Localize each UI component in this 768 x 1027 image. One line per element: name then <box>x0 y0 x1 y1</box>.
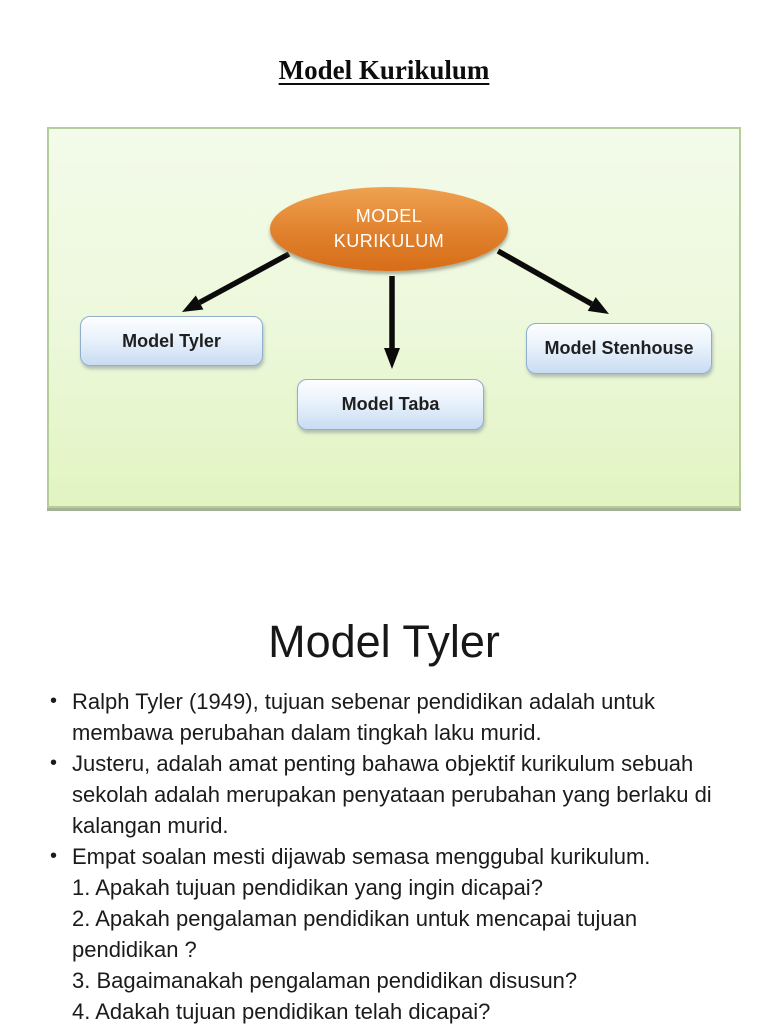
bullet-dot: • <box>50 690 58 712</box>
diagram-node-label: Model Taba <box>341 394 440 414</box>
section-heading: Model Tyler <box>268 616 500 667</box>
diagram-root-label: MODEL KURIKULUM <box>333 206 445 251</box>
bullet-dot: • <box>50 752 58 774</box>
diagram-node-label: Model Stenhouse <box>544 338 694 358</box>
question-line: 3. Bagaimanakah pengalaman pendidikan di… <box>72 968 578 993</box>
question-line: 1. Apakah tujuan pendidikan yang ingin d… <box>72 875 543 900</box>
question-line: 4. Adakah tujuan pendidikan telah dicapa… <box>72 999 491 1024</box>
diagram-node-model-taba: Model Taba <box>297 379 484 430</box>
page-title: Model Kurikulum <box>278 55 490 85</box>
bullet-text: Justeru, adalah amat penting bahawa obje… <box>72 751 712 838</box>
diagram-root-node: MODEL KURIKULUM <box>270 187 508 271</box>
bullet-text: Empat soalan mesti dijawab semasa menggu… <box>72 844 651 869</box>
diagram-panel: MODEL KURIKULUM Model Tyler Model Taba M… <box>47 127 741 508</box>
bullet-item: • Justeru, adalah amat penting bahawa ob… <box>50 748 720 841</box>
diagram-node-model-tyler: Model Tyler <box>80 316 263 366</box>
diagram-node-label: Model Tyler <box>122 330 221 351</box>
bullet-item: • Empat soalan mesti dijawab semasa meng… <box>50 841 720 872</box>
question-line: 2. Apakah pengalaman pendidikan untuk me… <box>72 906 638 962</box>
diagram-node-model-stenhouse: Model Stenhouse <box>526 323 712 374</box>
bullet-dot: • <box>50 845 58 867</box>
bullet-text: Ralph Tyler (1949), tujuan sebenar pendi… <box>72 689 655 745</box>
body-text-block: • Ralph Tyler (1949), tujuan sebenar pen… <box>50 686 720 1027</box>
bullet-item: • Ralph Tyler (1949), tujuan sebenar pen… <box>50 686 720 748</box>
